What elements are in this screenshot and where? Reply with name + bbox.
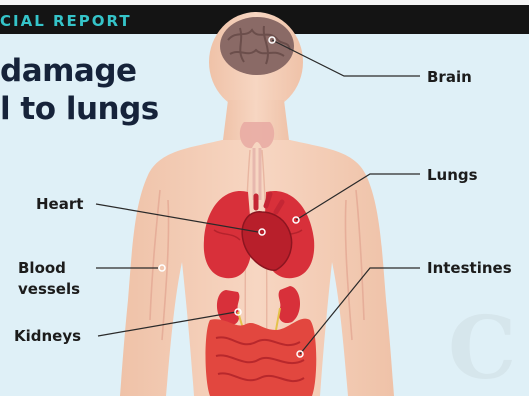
label-blood-vessels: Blood vessels bbox=[18, 258, 80, 300]
label-lungs: Lungs bbox=[427, 165, 478, 186]
label-kidneys: Kidneys bbox=[14, 326, 81, 347]
label-brain: Brain bbox=[427, 67, 472, 88]
label-intestines: Intestines bbox=[427, 258, 512, 279]
label-blood-vessels-line-1: Blood bbox=[18, 258, 80, 279]
chronicle-logo-watermark: C bbox=[448, 298, 516, 396]
svg-text:C: C bbox=[448, 298, 516, 396]
label-blood-vessels-line-2: vessels bbox=[18, 279, 80, 300]
label-heart: Heart bbox=[36, 194, 83, 215]
